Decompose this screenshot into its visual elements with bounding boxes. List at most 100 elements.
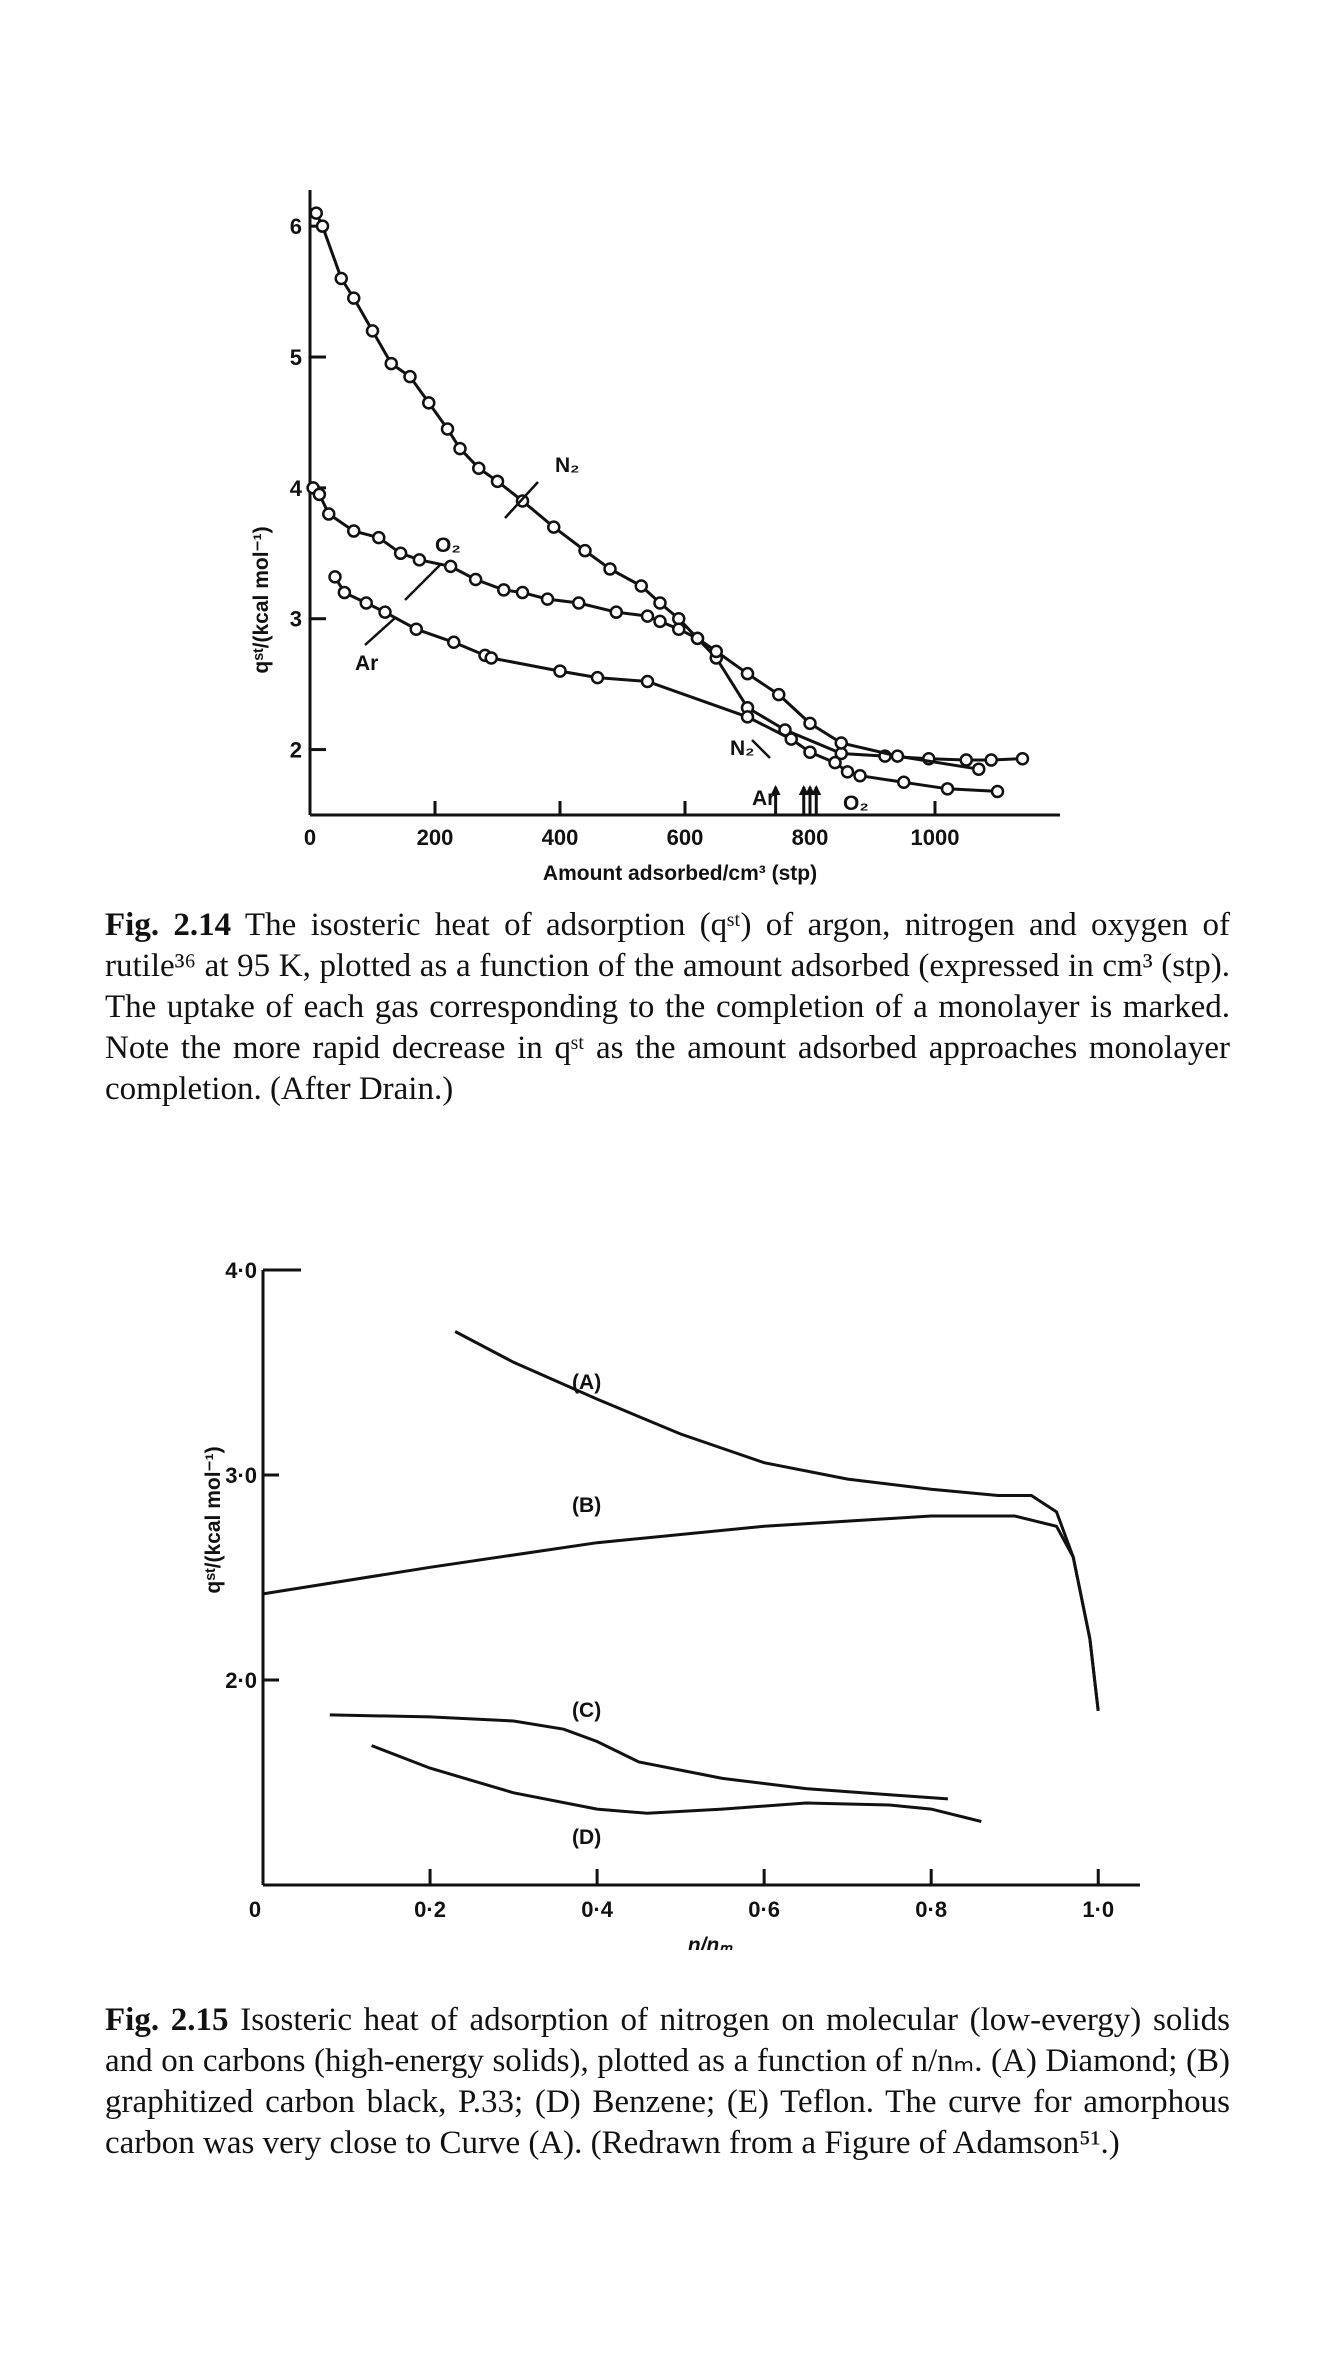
data-point xyxy=(515,585,530,600)
figure-caption-2-15: Fig. 2.15 Isosteric heat of adsorption o… xyxy=(105,2000,1230,2164)
data-point xyxy=(540,592,555,606)
data-point xyxy=(803,716,817,731)
caption-text: The isosteric heat of adsorption (qˢᵗ) o… xyxy=(105,907,1231,1107)
y-tick-label: 4·0 xyxy=(225,1258,257,1283)
x-tick-label: 0·2 xyxy=(414,1897,446,1922)
data-point xyxy=(337,585,352,600)
figure-caption-2-14: Fig. 2.14 The isosteric heat of adsorpti… xyxy=(105,905,1230,1110)
curve-leader-line xyxy=(364,617,396,646)
data-point xyxy=(384,356,398,371)
data-point xyxy=(828,755,842,770)
data-point xyxy=(359,596,373,610)
data-point xyxy=(334,271,348,286)
data-point xyxy=(740,710,755,724)
series-line xyxy=(314,212,1023,762)
data-point xyxy=(897,775,911,790)
x-axis-title: Amount adsorbed/cm³ (stp) xyxy=(543,862,817,885)
data-point xyxy=(690,631,705,646)
x-tick-label: 400 xyxy=(542,825,579,850)
monolayer-arrow xyxy=(811,785,822,795)
series-line xyxy=(329,1713,949,1801)
data-point xyxy=(409,622,423,636)
data-point xyxy=(578,543,592,558)
data-point xyxy=(422,396,436,410)
data-point xyxy=(603,562,617,576)
curve-label: (B) xyxy=(572,1494,601,1517)
curve-leader-line xyxy=(404,564,441,601)
data-point xyxy=(1015,751,1030,766)
data-point xyxy=(834,736,848,750)
data-point xyxy=(372,530,386,545)
data-point xyxy=(840,765,855,779)
data-point xyxy=(972,762,986,776)
curve-label: (D) xyxy=(572,1826,601,1849)
curve-label: (C) xyxy=(572,1699,601,1722)
data-point xyxy=(347,291,361,305)
data-point xyxy=(347,524,361,538)
monolayer-arrow xyxy=(770,785,781,795)
y-tick-label: 3·0 xyxy=(225,1463,257,1488)
plot-area: (A)(B)(C)(D) xyxy=(262,1330,1100,1849)
y-tick-label: 4 xyxy=(290,476,303,501)
data-point xyxy=(959,753,973,767)
data-point xyxy=(322,507,336,521)
data-point xyxy=(709,644,723,659)
data-point xyxy=(672,622,686,636)
data-point xyxy=(784,732,798,746)
data-point xyxy=(990,784,1005,799)
y-tick-label: 5 xyxy=(290,345,302,370)
y-axis-title: qˢᵗ/(kcal mol⁻¹) xyxy=(202,1446,225,1593)
x-tick-label: 0 xyxy=(304,825,316,850)
y-tick-label: 2·0 xyxy=(225,1668,257,1693)
data-point xyxy=(772,687,786,702)
data-point xyxy=(490,474,505,489)
data-point xyxy=(740,666,755,681)
data-point xyxy=(312,487,327,502)
x-tick-label: 200 xyxy=(417,825,454,850)
x-tick-label: 0·4 xyxy=(581,1897,614,1922)
monolayer-label: N₂ xyxy=(730,737,755,760)
data-point xyxy=(547,520,561,534)
data-point xyxy=(309,206,323,220)
data-point xyxy=(468,572,483,587)
data-point xyxy=(640,674,655,689)
caption-label: Fig. 2.14 xyxy=(105,907,232,943)
curve-label: O₂ xyxy=(435,534,461,557)
y-tick-label: 6 xyxy=(290,214,302,239)
data-point xyxy=(378,605,392,619)
x-tick-label: 0·8 xyxy=(915,1897,947,1922)
data-point xyxy=(472,461,486,475)
y-tick-label: 3 xyxy=(290,607,302,632)
data-point xyxy=(609,605,623,619)
caption-label: Fig. 2.15 xyxy=(105,2002,229,2038)
data-point xyxy=(634,579,648,593)
y-axis-title: qˢᵗ/(kcal mol⁻¹) xyxy=(250,526,273,673)
data-point xyxy=(640,609,655,623)
x-tick-label: 0 xyxy=(249,1897,261,1922)
data-point xyxy=(443,559,458,574)
data-point xyxy=(653,596,667,610)
data-point xyxy=(412,553,427,567)
x-tick-label: 1·0 xyxy=(1082,1897,1114,1922)
curve-leader-line xyxy=(504,481,539,519)
caption-text: Isosteric heat of adsorption of nitrogen… xyxy=(105,2002,1231,2161)
x-tick-label: 600 xyxy=(667,825,704,850)
data-point xyxy=(572,596,586,610)
x-tick-label: 1000 xyxy=(911,825,960,850)
data-point xyxy=(365,324,380,338)
data-point xyxy=(590,670,605,685)
x-axis-title: n/nₘ xyxy=(688,1934,733,1950)
data-point xyxy=(447,635,461,650)
data-point xyxy=(440,422,455,436)
data-point xyxy=(328,570,342,584)
curve-label: Ar xyxy=(355,652,378,675)
data-point xyxy=(890,749,905,763)
series-line xyxy=(454,1330,1100,1711)
data-point xyxy=(940,782,955,796)
data-point xyxy=(984,753,998,767)
